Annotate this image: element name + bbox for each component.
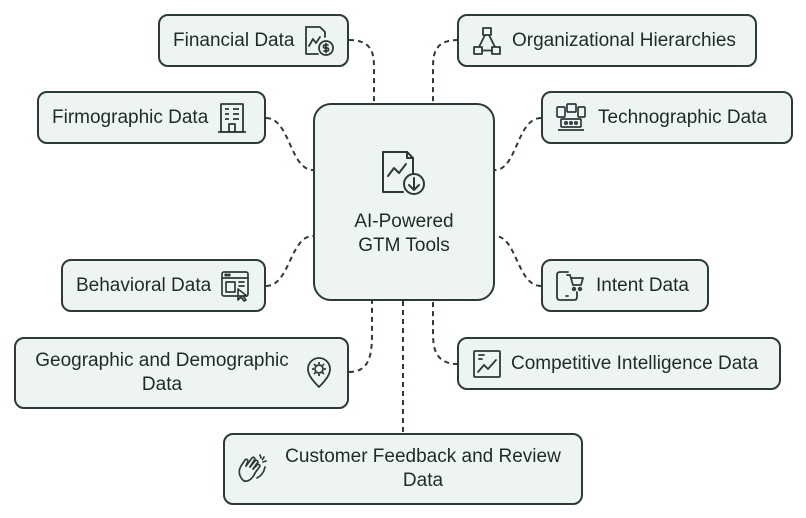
clapping-hands-icon [238, 454, 267, 482]
node-label: Technographic Data [598, 106, 767, 128]
line-chart-icon [473, 349, 501, 378]
chart-download-icon [382, 151, 425, 195]
connector-competitive [432, 301, 459, 365]
connector-organizational [432, 39, 459, 103]
connector-behavioral [265, 235, 314, 287]
location-pin-icon [307, 357, 331, 388]
node-label: Behavioral Data [76, 274, 212, 296]
node-intent-data[interactable]: Intent Data [541, 259, 709, 312]
node-technographic-data[interactable]: Technographic Data [541, 91, 793, 144]
connector-geographic [348, 301, 373, 373]
center-title: AI-Powered GTM Tools [354, 211, 454, 256]
node-customer-feedback-review-data[interactable]: Customer Feedback and Review Data [223, 433, 583, 505]
devices-icon [556, 102, 586, 131]
node-label: Competitive Intelligence Data [511, 352, 759, 374]
node-firmographic-data[interactable]: Firmographic Data [37, 91, 266, 144]
node-organizational-hierarchies[interactable]: Organizational Hierarchies [457, 14, 757, 67]
connector-intent [494, 235, 542, 287]
browser-click-icon [221, 270, 250, 302]
mobile-cart-icon [556, 270, 584, 301]
financial-document-icon [305, 25, 335, 56]
node-label: Firmographic Data [52, 106, 209, 128]
connector-technographic [494, 117, 542, 171]
node-financial-data[interactable]: Financial Data [158, 14, 349, 67]
node-geographic-demographic-data[interactable]: Geographic and Demographic Data [14, 337, 349, 409]
node-label: Intent Data [596, 274, 689, 296]
node-label: Geographic and Demographic Data [35, 350, 289, 395]
node-behavioral-data[interactable]: Behavioral Data [61, 259, 266, 312]
node-competitive-intelligence-data[interactable]: Competitive Intelligence Data [457, 337, 781, 390]
center-node[interactable]: AI-Powered GTM Tools [313, 103, 495, 301]
building-icon [218, 102, 247, 133]
node-label: Organizational Hierarchies [512, 29, 736, 51]
node-label: Financial Data [173, 29, 295, 51]
node-label: Customer Feedback and Review Data [285, 446, 561, 491]
connector-financial [348, 39, 375, 103]
hierarchy-icon [473, 26, 501, 55]
connector-firmographic [265, 117, 314, 171]
